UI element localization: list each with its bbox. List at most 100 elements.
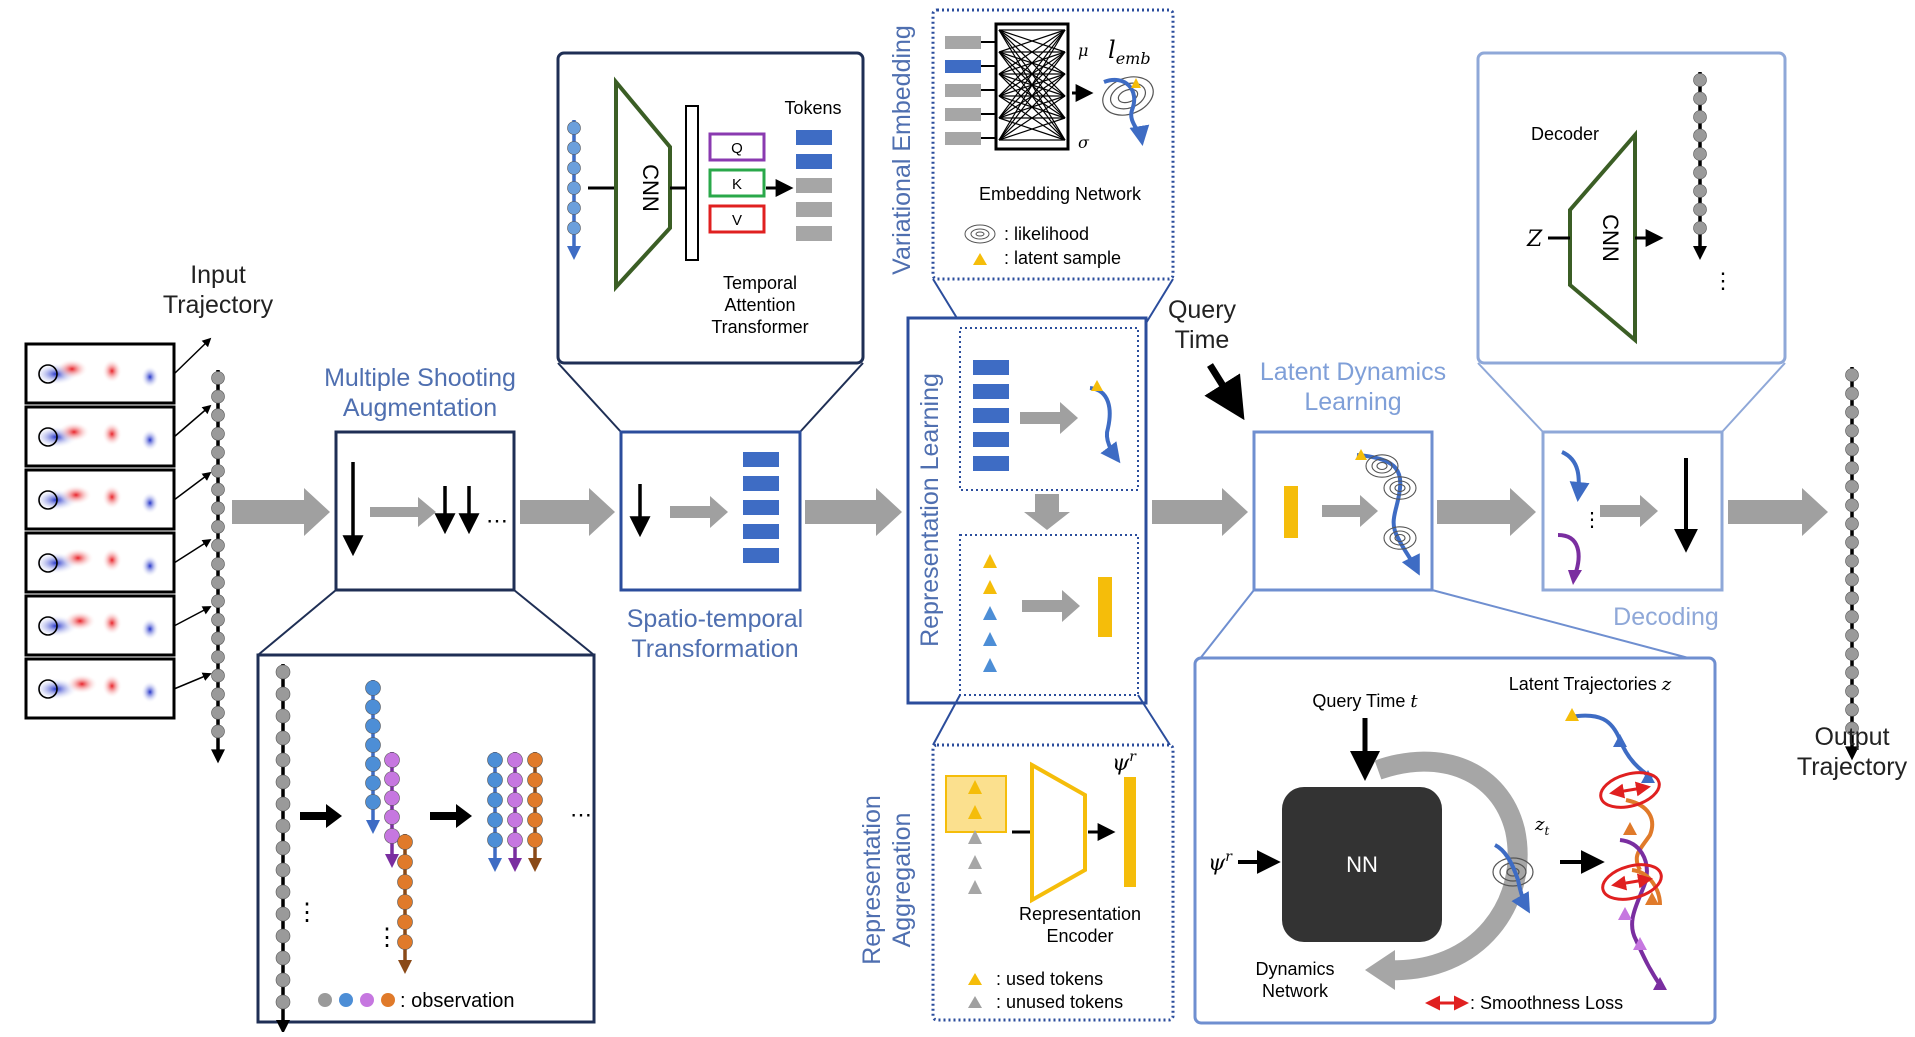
observation-dot [527, 832, 543, 848]
observation-dot [211, 371, 225, 385]
observation-dot [365, 775, 381, 791]
observation-dot [1845, 479, 1859, 494]
token [796, 202, 832, 217]
svg-text:Trajectory: Trajectory [1797, 753, 1908, 781]
observation-dot [211, 538, 225, 553]
observation-dot [275, 928, 291, 944]
observation-dot [1693, 165, 1707, 180]
svg-text:⋯: ⋯ [570, 802, 592, 827]
svg-text:Spatio-temporal: Spatio-temporal [627, 605, 803, 633]
svg-text:Decoder: Decoder [1531, 124, 1599, 144]
token [973, 456, 1009, 471]
observation-dot [1845, 423, 1859, 438]
token-triangle [983, 632, 997, 646]
svg-text:Multiple Shooting: Multiple Shooting [324, 364, 516, 392]
latent-marker [1633, 937, 1647, 950]
smoothness-ellipse [1601, 863, 1663, 901]
svg-text:Representation: Representation [858, 795, 886, 965]
observation-dot [384, 771, 400, 787]
observation-dot [397, 834, 413, 850]
latent-marker [1618, 907, 1632, 920]
observation-dot [567, 221, 581, 235]
observation-dot [507, 752, 523, 768]
likelihood-contour [1383, 476, 1417, 500]
svg-text:Input: Input [190, 261, 246, 289]
observation-dot [1845, 684, 1859, 699]
observation-dot [275, 840, 291, 856]
latent-dynamics-label: Latent Dynamics Learning [1260, 358, 1446, 416]
svg-text:V: V [732, 212, 742, 229]
svg-text:Attention: Attention [724, 295, 795, 315]
flow-frame [24, 468, 212, 531]
svg-text:Network: Network [1262, 981, 1329, 1001]
observation-dot [211, 612, 225, 627]
observation-dot [1693, 110, 1707, 124]
input-trajectory-label: Input Trajectory [163, 261, 274, 319]
observation-dot [275, 752, 291, 768]
observation-dot [1845, 702, 1859, 717]
pipeline-arrows [232, 488, 1828, 536]
likelihood-contour [1394, 533, 1406, 543]
observation-dot [211, 519, 225, 534]
observation-dot [211, 687, 225, 702]
svg-text:Learning: Learning [1304, 388, 1401, 416]
spatio-temporal-label: Spatio-temporal Transformation [627, 605, 803, 663]
svg-text:Representation Learning: Representation Learning [916, 373, 944, 647]
likelihood-contour [1376, 461, 1388, 471]
token-triangle [983, 554, 997, 568]
observation-dot [1845, 442, 1859, 457]
likelihood-contour [1389, 480, 1411, 496]
observation-dot [1845, 368, 1859, 382]
decoder-panel: Decoder CNN Z ⋮ [1476, 51, 1787, 365]
observation-dot [1845, 461, 1859, 475]
likelihood-contour [1394, 483, 1406, 493]
output-trajectory-label: Output Trajectory [1797, 723, 1908, 781]
svg-text:μ: μ [1078, 41, 1088, 60]
svg-text:: observation: : observation [400, 990, 515, 1012]
token [796, 226, 832, 241]
variational-embedding-label: Variational Embedding [888, 25, 916, 275]
observation-dot [211, 631, 225, 646]
latent-marker [1623, 822, 1637, 835]
observation-dot [397, 914, 413, 930]
observation-dot [384, 809, 400, 825]
nn-block [1282, 787, 1442, 942]
svg-text:Latent Trajectories z: Latent Trajectories z [1509, 674, 1672, 695]
observation-dot [397, 894, 413, 910]
svg-text:⋮: ⋮ [295, 899, 319, 926]
observation-dot [1693, 91, 1707, 106]
observation-dot [1845, 405, 1859, 420]
svg-text:Aggregation: Aggregation [888, 813, 916, 948]
observation-dot [507, 792, 523, 808]
observation-dot [507, 772, 523, 788]
flow-frame [24, 337, 212, 405]
observation-dot [365, 794, 381, 810]
flow-field-frames [24, 337, 212, 720]
svg-text:: latent sample: : latent sample [1004, 248, 1121, 268]
svg-text:Q: Q [731, 140, 743, 157]
svg-text:lemb: lemb [1108, 36, 1151, 68]
gray-flow-arrow [1152, 488, 1248, 536]
token [796, 130, 832, 145]
output-trajectory-chain [1845, 367, 1859, 761]
token [796, 178, 832, 193]
observation-dot [1845, 665, 1859, 680]
token [945, 36, 981, 49]
svg-text:Tokens: Tokens [784, 98, 841, 118]
svg-text:Augmentation: Augmentation [343, 394, 497, 422]
observation-dot [211, 501, 225, 516]
observation-dot [211, 724, 225, 739]
svg-text:Representation: Representation [1019, 904, 1141, 924]
multiple-shooting-detail: ⋮ ⋮ ⋯ : observation [256, 653, 596, 1034]
observation-dot [211, 464, 225, 478]
svg-text:: Smoothness Loss: : Smoothness Loss [1470, 993, 1623, 1013]
observation-dot [567, 121, 581, 135]
svg-text:Encoder: Encoder [1046, 926, 1113, 946]
token [973, 384, 1009, 399]
observation-dot [211, 445, 225, 460]
svg-text:Dynamics: Dynamics [1255, 959, 1334, 979]
token-triangle [983, 580, 997, 594]
svg-text:K: K [732, 176, 742, 193]
token [945, 132, 981, 145]
svg-text:Query Time t: Query Time t [1312, 691, 1418, 712]
